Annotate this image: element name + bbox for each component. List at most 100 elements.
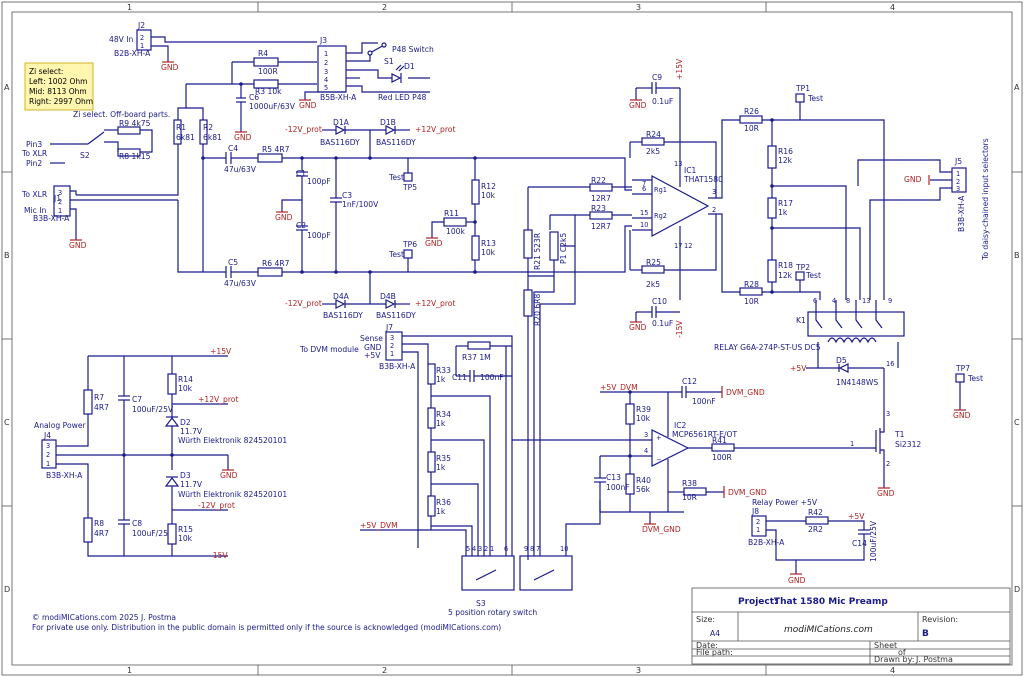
d4-part: BAS116DY: [323, 311, 363, 320]
r33-value: 1k: [436, 375, 446, 384]
j7-gnd: GND: [364, 343, 382, 352]
r36-value: 1k: [436, 507, 446, 516]
svg-text:8: 8: [530, 545, 534, 553]
r16-value: 12k: [778, 156, 793, 165]
k1-part: RELAY G6A-274P-ST-US DC5: [714, 343, 821, 352]
gnd-label: GND: [629, 101, 647, 110]
r2-name: R2: [203, 123, 213, 132]
tp6-label: TP6: [402, 240, 417, 249]
svg-text:6: 6: [813, 297, 817, 305]
d4a-label: D4A: [333, 292, 350, 301]
col-label: 1: [127, 3, 132, 12]
resistor-r7: [83, 389, 93, 415]
j5-desc: To daisy-chained input selectors: [981, 138, 990, 261]
r39-name: R39: [636, 405, 651, 414]
svg-text:3: 3: [712, 188, 716, 196]
col-label: 4: [890, 3, 895, 12]
c5-value: 47u/63V: [224, 279, 257, 288]
dvm-gnd-label: DVM_GND: [728, 488, 767, 497]
note-line: Left: 1002 Ohm: [29, 77, 87, 86]
gnd-label: GND: [877, 489, 895, 498]
svg-text:3: 3: [478, 545, 482, 553]
svg-text:3: 3: [956, 185, 960, 193]
c6-name: C6: [249, 93, 259, 102]
r15-value: 10k: [178, 534, 193, 543]
svg-text:10: 10: [560, 545, 568, 553]
r8-label: R8 1k15: [119, 152, 151, 161]
s1-label: S1: [384, 57, 394, 66]
tp2-test: Test: [805, 271, 821, 280]
d4b-label: D4B: [380, 292, 396, 301]
resistor-r15: [167, 523, 177, 545]
d3-value: 11.7V: [180, 480, 203, 489]
mosfet-t1: [875, 420, 885, 470]
svg-text:2: 2: [756, 518, 760, 526]
tp5-label: TP5: [402, 183, 417, 192]
d5-name: D5: [836, 356, 847, 365]
ic1-value: THAT1580: [683, 175, 723, 184]
row-label: B: [4, 251, 10, 260]
j7-p5: +5V: [364, 351, 381, 360]
r8b-value: 4R7: [94, 529, 109, 538]
svg-text:9: 9: [524, 545, 528, 553]
r23-value: 12R7: [591, 222, 611, 231]
tp2-label: TP2: [795, 263, 810, 272]
svg-text:1: 1: [756, 526, 760, 534]
c10-name: C10: [652, 297, 667, 306]
drawnby-label: Drawn by:: [874, 655, 914, 664]
j3-part: B5B-XH-A: [320, 93, 357, 102]
c7-value: 100uF/25V: [132, 405, 174, 414]
neg12-label: -12V_prot: [198, 501, 235, 510]
to-xlr-label: To XLR: [21, 149, 48, 158]
resistor-r39: [625, 403, 635, 425]
svg-text:2: 2: [956, 178, 960, 186]
r26-value: 10R: [744, 124, 760, 133]
testpoint-tp1: [795, 93, 805, 103]
c3-name: C3: [342, 191, 352, 200]
tp5-test: Test: [388, 173, 404, 182]
r13-value: 10k: [481, 248, 496, 257]
gnd-label: GND: [629, 323, 647, 332]
p5dvm-label: +5V_DVM: [360, 521, 398, 530]
ic2-mcp6561: +−: [651, 429, 690, 467]
r15-name: R15: [178, 525, 193, 534]
row-label: D: [4, 585, 10, 594]
ic2-value: MCP6561RT-E/OT: [672, 430, 737, 439]
svg-text:16: 16: [886, 360, 894, 368]
c4-value: 47u/63V: [224, 165, 257, 174]
svg-text:1: 1: [490, 545, 494, 553]
svg-text:6: 6: [642, 185, 646, 193]
svg-text:7: 7: [642, 180, 646, 188]
r34-value: 1k: [436, 419, 446, 428]
svg-text:4: 4: [644, 447, 648, 455]
c4-name: C4: [228, 144, 238, 153]
col-label: 4: [890, 666, 895, 675]
svg-text:12: 12: [684, 242, 692, 250]
svg-text:+: +: [656, 434, 662, 442]
r26-name: R26: [744, 107, 759, 116]
resistor-r13: [471, 235, 480, 261]
j2-name: J2: [137, 21, 145, 30]
r3-label: R3 10k: [255, 87, 282, 96]
svg-text:2: 2: [484, 545, 488, 553]
pin-number: 1: [58, 207, 62, 215]
j8-part: B2B-XH-A: [748, 538, 785, 547]
r8b-name: R8: [94, 519, 104, 528]
r35-value: 1k: [436, 463, 446, 472]
connector-j8: [751, 515, 767, 537]
r38-value: 10R: [682, 493, 698, 502]
svg-text:3: 3: [46, 442, 50, 450]
resistor-r41: [711, 443, 735, 452]
gnd-label: GND: [220, 471, 238, 480]
svg-text:3: 3: [886, 410, 890, 418]
j1-part: B3B-XH-A: [33, 214, 70, 223]
tp6-test: Test: [388, 250, 404, 259]
sheet-label: Sheet: [874, 641, 897, 650]
j5-part: B3B-XH-A: [957, 195, 966, 232]
p1-label: P1 C2k5: [559, 233, 568, 264]
p5-label: +5V: [848, 512, 865, 521]
pin-number: 1: [324, 50, 328, 58]
d2-value: 11.7V: [180, 427, 203, 436]
pos12-label: +12V_prot: [415, 125, 455, 134]
